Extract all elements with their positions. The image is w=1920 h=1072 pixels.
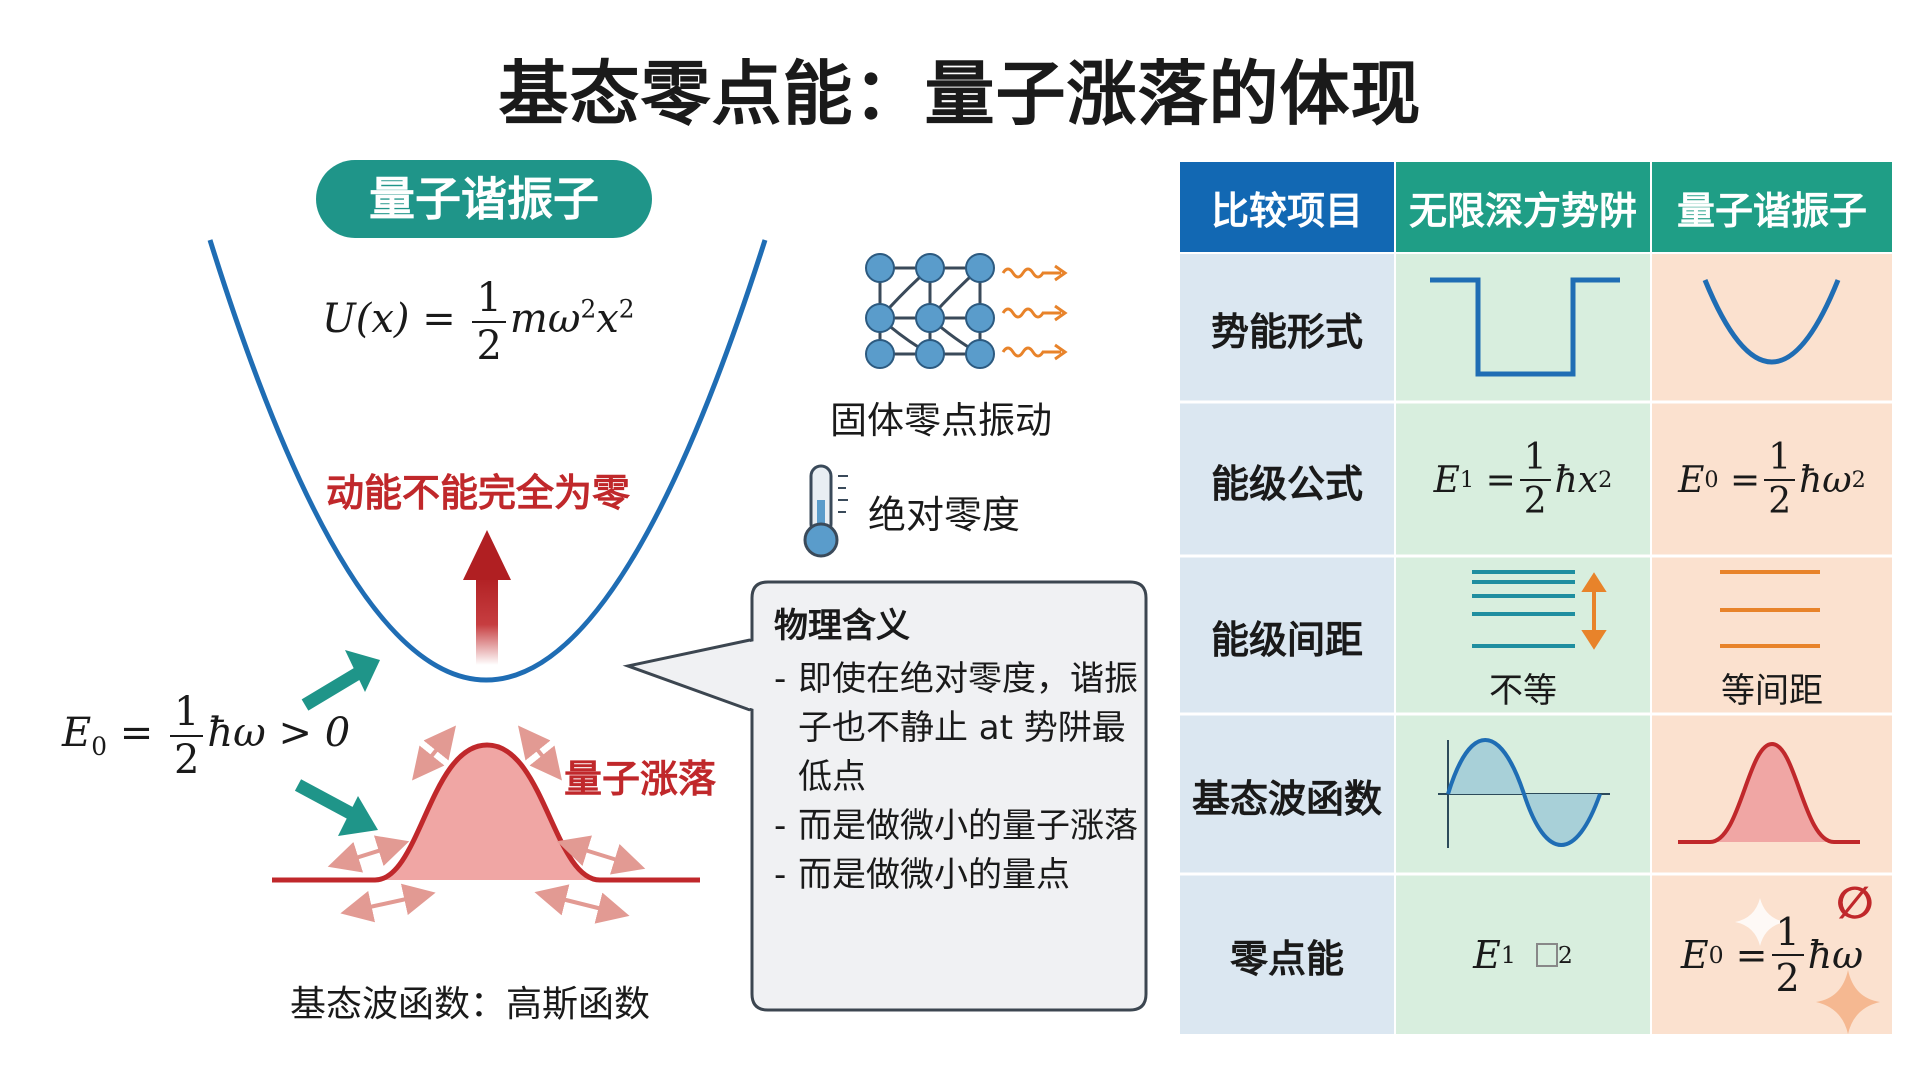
empty-set-badge: ∅ bbox=[1836, 878, 1874, 929]
teal-arrow-upper bbox=[301, 650, 380, 711]
row-label-zero-point-energy: 零点能 bbox=[1229, 936, 1344, 981]
callout-bullet: -而是做微小的量子涨落 bbox=[774, 806, 1138, 846]
callout-bullet: -即使在绝对零度，谐振子也不静止 at 势阱最低点 bbox=[774, 659, 1138, 797]
square-well-shape bbox=[1430, 277, 1620, 377]
callout-bullet: -而是做微小的量点 bbox=[774, 855, 1070, 895]
callout-bubble bbox=[748, 580, 1148, 1012]
col-bg-labels bbox=[1180, 254, 1394, 1034]
kinetic-energy-arrow bbox=[463, 530, 511, 665]
comparison-table: 比较项目 无限深方势阱 量子谐振子 bbox=[1180, 162, 1892, 1034]
crystal-label: 固体零点振动 bbox=[830, 399, 1052, 442]
crystal-lattice-icon bbox=[865, 253, 1068, 369]
equal-levels-icon bbox=[1720, 570, 1820, 648]
table-header-oscillator: 量子谐振子 bbox=[1652, 162, 1892, 252]
sparkle-icon bbox=[1816, 970, 1880, 1034]
potential-parabola bbox=[207, 239, 768, 683]
fluctuation-arrows bbox=[327, 725, 646, 924]
gaussian-icon bbox=[1678, 741, 1860, 844]
callout-pointer bbox=[622, 638, 756, 712]
row-label-ground-wavefunction: 基态波函数 bbox=[1191, 776, 1382, 821]
unequal-levels-icon bbox=[1472, 570, 1575, 648]
callout-title: 物理含义 bbox=[774, 606, 910, 646]
thermometer-icon bbox=[803, 464, 848, 558]
table-header-item: 比较项目 bbox=[1180, 162, 1394, 252]
quantum-fluctuation-label: 量子涨落 bbox=[564, 757, 717, 801]
gaussian-fill bbox=[275, 745, 700, 880]
kinetic-energy-label: 动能不能完全为零 bbox=[326, 471, 631, 515]
row-label-potential: 势能形式 bbox=[1210, 309, 1363, 354]
row-label-energy-formula: 能级公式 bbox=[1210, 461, 1363, 506]
sine-wave-icon bbox=[1438, 738, 1610, 848]
page-title: 基态零点能：量子涨落的体现 bbox=[498, 53, 1422, 135]
parabola-shape bbox=[1702, 279, 1841, 365]
row-label-level-spacing: 能级间距 bbox=[1210, 617, 1363, 662]
teal-arrow-lower bbox=[294, 779, 378, 836]
callout-text: 物理含义 -即使在绝对零度，谐振子也不静止 at 势阱最低点 -而是做微小的量子… bbox=[774, 602, 1144, 900]
oscillator-spacing-caption: 等间距 bbox=[1721, 670, 1823, 711]
oscillator-diagram bbox=[207, 239, 1068, 924]
absolute-zero-label: 绝对零度 bbox=[868, 493, 1021, 537]
ground-state-caption: 基态波函数：高斯函数 bbox=[290, 984, 651, 1025]
missing-glyph-box bbox=[1535, 943, 1558, 967]
table-header-well: 无限深方势阱 bbox=[1396, 162, 1650, 252]
double-arrow-icon bbox=[1581, 572, 1607, 650]
sparkle-icon bbox=[1735, 898, 1785, 946]
table-gridlines bbox=[1180, 277, 1892, 1034]
oscillator-pill: 量子谐振子 bbox=[316, 160, 652, 238]
well-spacing-caption: 不等 bbox=[1489, 670, 1557, 711]
